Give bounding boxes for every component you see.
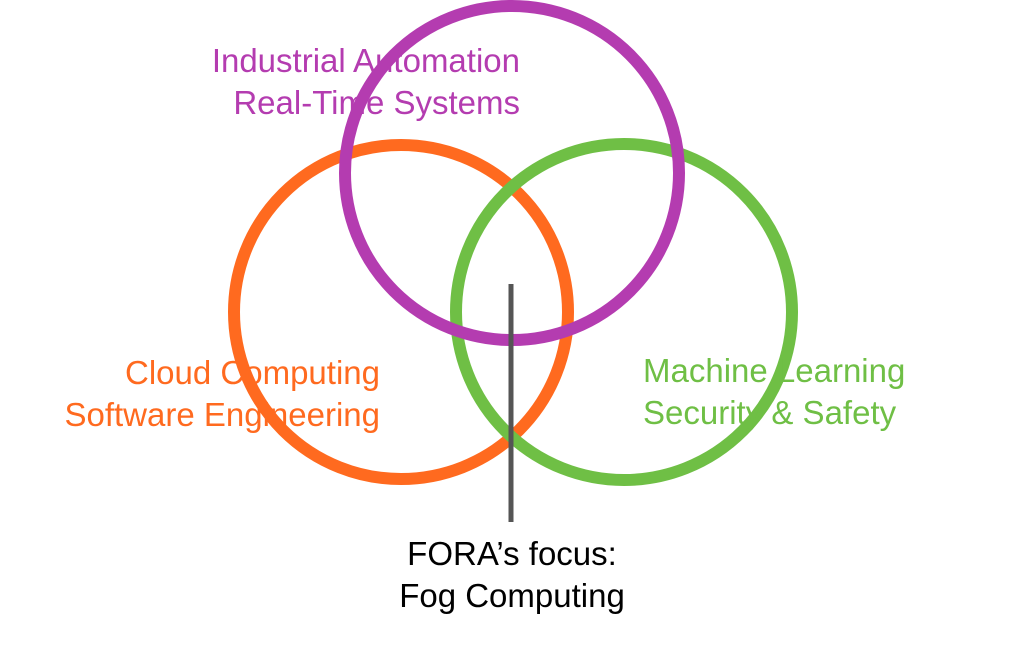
industrial-automation-text: Industrial Automation: [211, 42, 520, 79]
machine-learning-text: Machine Learning: [643, 352, 906, 389]
software-engineering-text: Software Engineering: [64, 396, 380, 433]
real-time-systems-text: Real-Time Systems: [233, 84, 520, 121]
fora-focus-text: FORA’s focus:: [407, 535, 617, 572]
fog-computing-text: Fog Computing: [399, 577, 625, 614]
security-safety-text: Security & Safety: [643, 394, 897, 431]
machine-learning-label: Machine Learning Security & Safety: [643, 350, 983, 434]
cloud-computing-circle: [228, 139, 574, 485]
fora-focus-label: FORA’s focus: Fog Computing: [332, 533, 692, 617]
machine-learning-circle: [450, 138, 798, 486]
cloud-computing-label: Cloud Computing Software Engineering: [20, 352, 380, 436]
cloud-computing-text: Cloud Computing: [125, 354, 380, 391]
industrial-automation-label: Industrial Automation Real-Time Systems: [150, 40, 520, 124]
